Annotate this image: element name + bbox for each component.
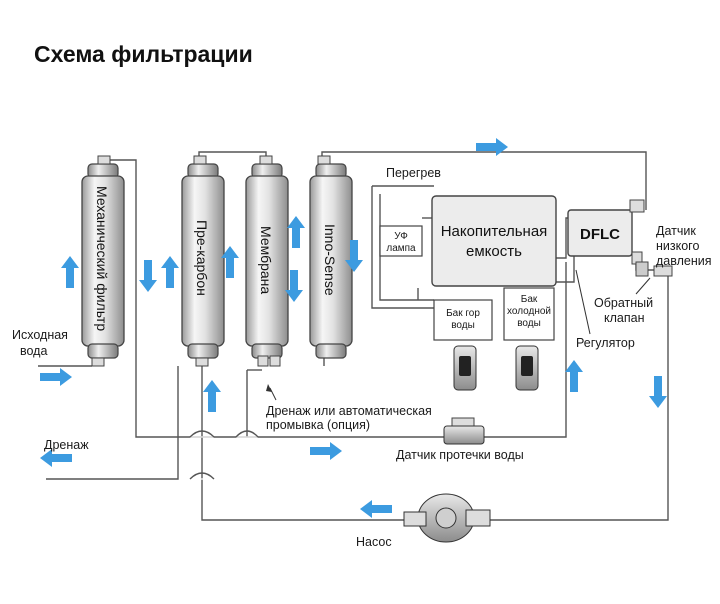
cartridge-inno-sense: Inno-Sense xyxy=(309,155,353,359)
fitting-icon xyxy=(91,357,105,367)
source-water-label: Исходная xyxy=(12,328,68,342)
arrow-up-icon xyxy=(287,216,305,248)
regulator-label: Регулятор xyxy=(576,336,635,350)
fitting-icon xyxy=(97,155,111,165)
fitting-icon xyxy=(193,155,207,165)
arrow-up-icon xyxy=(61,256,79,288)
hot-tank: Бак гор воды xyxy=(433,299,493,391)
low-pressure-label: давления xyxy=(656,254,712,268)
arrow-up-icon xyxy=(161,256,179,288)
svg-text:УФ: УФ xyxy=(394,231,408,242)
overheat-label: Перегрев xyxy=(386,166,441,180)
fitting-icon xyxy=(317,155,331,165)
drain-flush-label: промывка (опция) xyxy=(266,418,370,432)
dflc-unit: DFLC xyxy=(567,199,645,265)
svg-text:Бак: Бак xyxy=(521,294,538,305)
arrow-right-icon xyxy=(40,368,72,386)
arrow-up-icon xyxy=(203,380,221,412)
svg-text:лампа: лампа xyxy=(386,243,416,254)
fitting-icon xyxy=(259,155,273,165)
pump-icon xyxy=(435,507,457,529)
source-water-label: вода xyxy=(20,344,47,358)
uv-lamp: УФ лампа xyxy=(379,225,423,257)
drain-label: Дренаж xyxy=(44,438,89,452)
svg-text:воды: воды xyxy=(517,318,541,329)
fitting-icon xyxy=(269,355,281,367)
low-pressure-label: Датчик xyxy=(656,224,696,238)
svg-text:Бак гор: Бак гор xyxy=(446,308,480,319)
arrow-up-icon xyxy=(221,246,239,278)
svg-text:воды: воды xyxy=(451,320,475,331)
hot-tap-icon xyxy=(459,356,471,376)
arrow-left-icon xyxy=(40,449,72,467)
check-valve-label: клапан xyxy=(604,311,645,325)
flow-arrows xyxy=(40,138,667,518)
leak-sensor-label: Датчик протечки воды xyxy=(396,448,524,462)
pump-label: Насос xyxy=(356,535,392,549)
svg-text:емкость: емкость xyxy=(466,243,522,260)
fitting-icon xyxy=(257,355,269,367)
fitting-icon xyxy=(195,357,209,367)
diagram-title: Схема фильтрации xyxy=(34,41,253,67)
storage-tank: Накопительная емкость xyxy=(431,195,557,287)
cartridge-precarbon: Пре-карбон xyxy=(181,155,225,367)
pointer-line xyxy=(635,277,651,295)
cold-tap-icon xyxy=(521,356,533,376)
arrow-right-icon xyxy=(476,138,508,156)
drain-flush-label: Дренаж или автоматическая xyxy=(266,404,432,418)
svg-text:DFLC: DFLC xyxy=(580,226,620,243)
svg-text:холодной: холодной xyxy=(507,306,551,317)
low-pressure-label: низкого xyxy=(656,239,699,253)
cartridge-label: Механический фильтр xyxy=(94,186,110,331)
pressure-sensor-icon xyxy=(635,261,649,277)
leak-sensor xyxy=(443,417,485,445)
cartridge-label: Пре-карбон xyxy=(194,220,210,296)
arrow-down-icon xyxy=(649,376,667,408)
cartridge-mechanical: Механический фильтр xyxy=(81,155,125,367)
cartridge-membrane: Мембрана xyxy=(245,155,289,367)
arrow-left-icon xyxy=(360,500,392,518)
pipes xyxy=(38,151,669,521)
pointer-line xyxy=(575,269,591,335)
pointer-arrow-icon xyxy=(266,384,272,392)
cold-tank: Бак холодной воды xyxy=(503,287,555,391)
cartridge-label: Мембрана xyxy=(258,226,274,294)
arrow-down-icon xyxy=(285,270,303,302)
arrow-down-icon xyxy=(139,260,157,292)
pump xyxy=(403,493,491,543)
arrow-right-icon xyxy=(310,442,342,460)
arrow-down-icon xyxy=(345,240,363,272)
check-valve xyxy=(635,261,673,277)
fitting-icon xyxy=(629,199,645,213)
check-valve-label: Обратный xyxy=(594,296,653,310)
arrow-up-icon xyxy=(565,360,583,392)
cartridge-label: Inno-Sense xyxy=(322,224,338,296)
svg-text:Накопительная: Накопительная xyxy=(441,223,548,240)
